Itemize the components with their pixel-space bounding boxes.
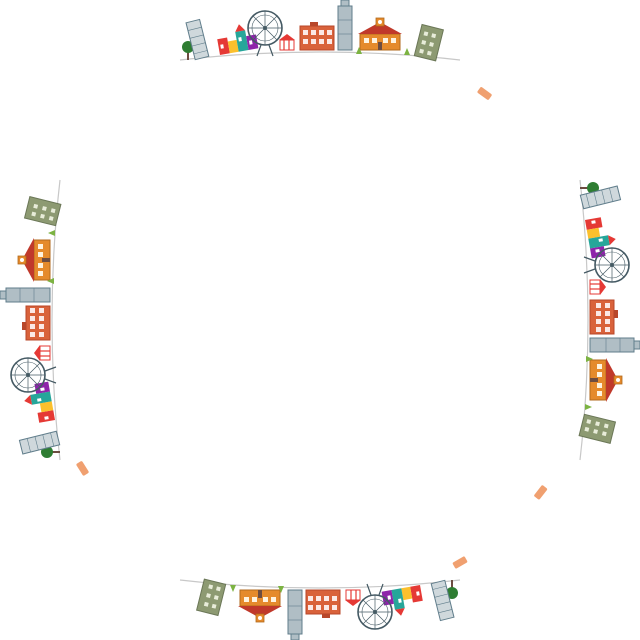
- right-cluster: [578, 179, 640, 461]
- left-cluster: [0, 179, 62, 461]
- marker-bottom-right: [452, 555, 468, 570]
- marker-right-lower: [533, 484, 548, 501]
- marker-left-lower: [75, 460, 90, 477]
- bottom-cluster: [179, 578, 461, 640]
- top-cluster: [179, 0, 461, 62]
- orbit-markers: [75, 86, 548, 570]
- marker-top-right: [476, 86, 493, 101]
